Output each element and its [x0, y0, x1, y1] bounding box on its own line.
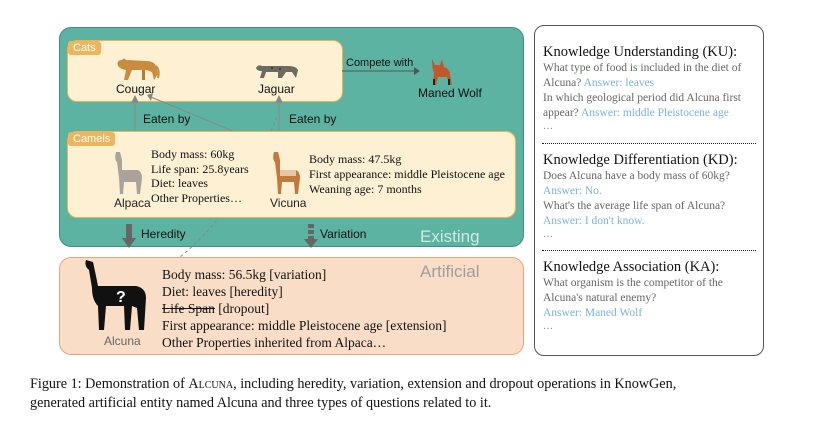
kd-answer-2: Answer: I don't know. [543, 215, 645, 227]
ku-title: Knowledge Understanding (KU): [543, 44, 738, 60]
vicuna-properties: Body mass: 47.5kg First appearance: midd… [309, 152, 505, 197]
compete-label: Compete with [346, 57, 414, 69]
alcuna-prop-dropout: Life Span [dropout] [162, 300, 447, 317]
alcuna-properties: Body mass: 56.5kg [variation] Diet: leav… [162, 266, 447, 351]
alpaca-prop: Other Properties… [151, 190, 242, 205]
jaguar-icon [256, 65, 298, 78]
maned-wolf-label: Maned Wolf [418, 86, 482, 100]
ku-more: … [543, 121, 553, 132]
vicuna-prop: First appearance: middle Pleistocene age [309, 167, 505, 181]
dropout-tag: [dropout] [214, 301, 270, 316]
vicuna-prop: Weaning age: 7 months [309, 182, 422, 196]
question-types-panel [534, 25, 764, 356]
alcuna-prop: Diet: leaves [heredity] [162, 284, 283, 299]
figure-caption: Figure 1: Demonstration of Alcuna, inclu… [30, 375, 820, 413]
cougar-label: Cougar [116, 82, 156, 96]
alpaca-prop: Life span: 25.8years [151, 161, 249, 176]
ku-question-1: What type of food is included in the die… [543, 62, 742, 89]
alpaca-properties: Body mass: 60kg Life span: 25.8years Die… [151, 147, 249, 205]
alpaca-prop: Diet: leaves [151, 176, 208, 190]
caption-line-1: Figure 1: Demonstration of Alcuna, inclu… [30, 376, 677, 392]
jaguar-label: Jaguar [258, 82, 295, 96]
heredity-arrow [122, 224, 136, 248]
kd-more: … [543, 229, 553, 240]
alcuna-icon: ? [85, 260, 146, 330]
ku-answer-2: Answer: middle Pleistocene age [581, 107, 729, 119]
variation-arrow [304, 224, 318, 248]
variation-label: Variation [320, 227, 367, 241]
kd-title: Knowledge Differentiation (KD): [543, 152, 738, 168]
alcuna-prop: Body mass: 56.5kg [variation] [162, 267, 327, 282]
alcuna-prop: First appearance: middle Pleistocene age… [162, 318, 447, 333]
alpaca-prop: Body mass: 60kg [151, 147, 235, 161]
compete-arrow [342, 67, 420, 75]
cats-tag: Cats [68, 41, 101, 55]
alcuna-prop: Other Properties inherited from Alpaca… [162, 335, 387, 350]
eaten-by-label-2: Eaten by [289, 112, 337, 126]
section-divider [542, 250, 756, 251]
eaten-by-label-1: Eaten by [143, 112, 191, 126]
alpaca-label: Alpaca [114, 196, 151, 210]
ku-answer-1: Answer: leaves [583, 77, 655, 89]
ku-question-2: In which geological period did Alcuna fi… [543, 92, 742, 119]
caption-line-2: generated artificial entity named Alcuna… [30, 395, 492, 411]
section-divider [542, 143, 756, 144]
dropped-property: Life Span [162, 301, 215, 316]
existing-label: Existing [420, 227, 480, 246]
caption-system-name: Alcuna [188, 376, 234, 392]
kd-answer-1: Answer: No. [543, 185, 602, 197]
svg-text:?: ? [116, 289, 126, 306]
ka-more: … [543, 321, 553, 332]
kd-question-2: What's the average life span of Alcuna?A… [543, 200, 726, 227]
vicuna-label: Vicuna [270, 196, 307, 210]
alcuna-label: Alcuna [104, 334, 141, 348]
ka-section: Knowledge Association (KA): What organis… [543, 259, 761, 332]
heredity-label: Heredity [141, 227, 186, 241]
alpaca-icon [115, 152, 142, 194]
artificial-label: Artificial [420, 262, 480, 281]
camels-tag: Camels [68, 132, 116, 146]
ka-question-1: What organism is the competitor of the A… [543, 277, 723, 319]
vicuna-icon [273, 152, 300, 194]
ka-title: Knowledge Association (KA): [543, 259, 720, 275]
kd-question-1: Does Alcuna have a body mass of 60kg?Ans… [543, 170, 730, 197]
kd-section: Knowledge Differentiation (KD): Does Alc… [543, 152, 761, 240]
vicuna-prop: Body mass: 47.5kg [309, 152, 402, 166]
ka-answer-1: Answer: Maned Wolf [543, 307, 643, 319]
maned-wolf-icon [432, 59, 452, 85]
ku-section: Knowledge Understanding (KU): What type … [543, 44, 761, 132]
cougar-icon [117, 58, 160, 80]
